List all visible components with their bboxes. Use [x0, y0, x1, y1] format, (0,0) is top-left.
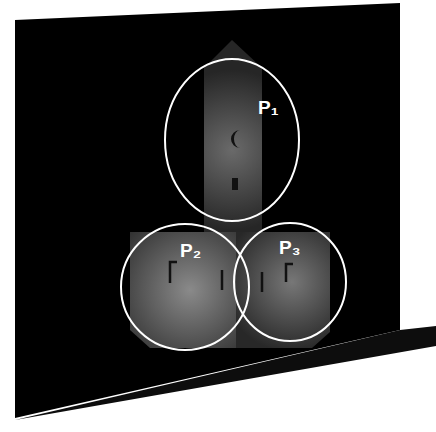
point-label: P₃: [279, 238, 300, 257]
point-label: P₁: [258, 98, 279, 117]
highlight-circle: P₃: [233, 222, 347, 342]
point-label: P₂: [180, 241, 201, 260]
circle-outline: [234, 223, 346, 341]
target-slot: [232, 178, 238, 190]
circle-outline: [165, 59, 299, 221]
highlight-circle: P₂: [120, 223, 250, 351]
target-slot: [261, 272, 264, 292]
target-slot: [221, 270, 224, 290]
circle-outline: [164, 58, 300, 222]
target-slot: [170, 262, 177, 283]
target-slot: [286, 264, 293, 282]
target-lower-right: [236, 232, 330, 348]
highlight-circle: P₁: [164, 58, 300, 222]
target-hole: [231, 130, 240, 148]
back-wall: [15, 3, 400, 418]
circle-outline: [121, 224, 249, 350]
target-upper: [204, 40, 262, 232]
target-lower-left: [130, 232, 236, 348]
